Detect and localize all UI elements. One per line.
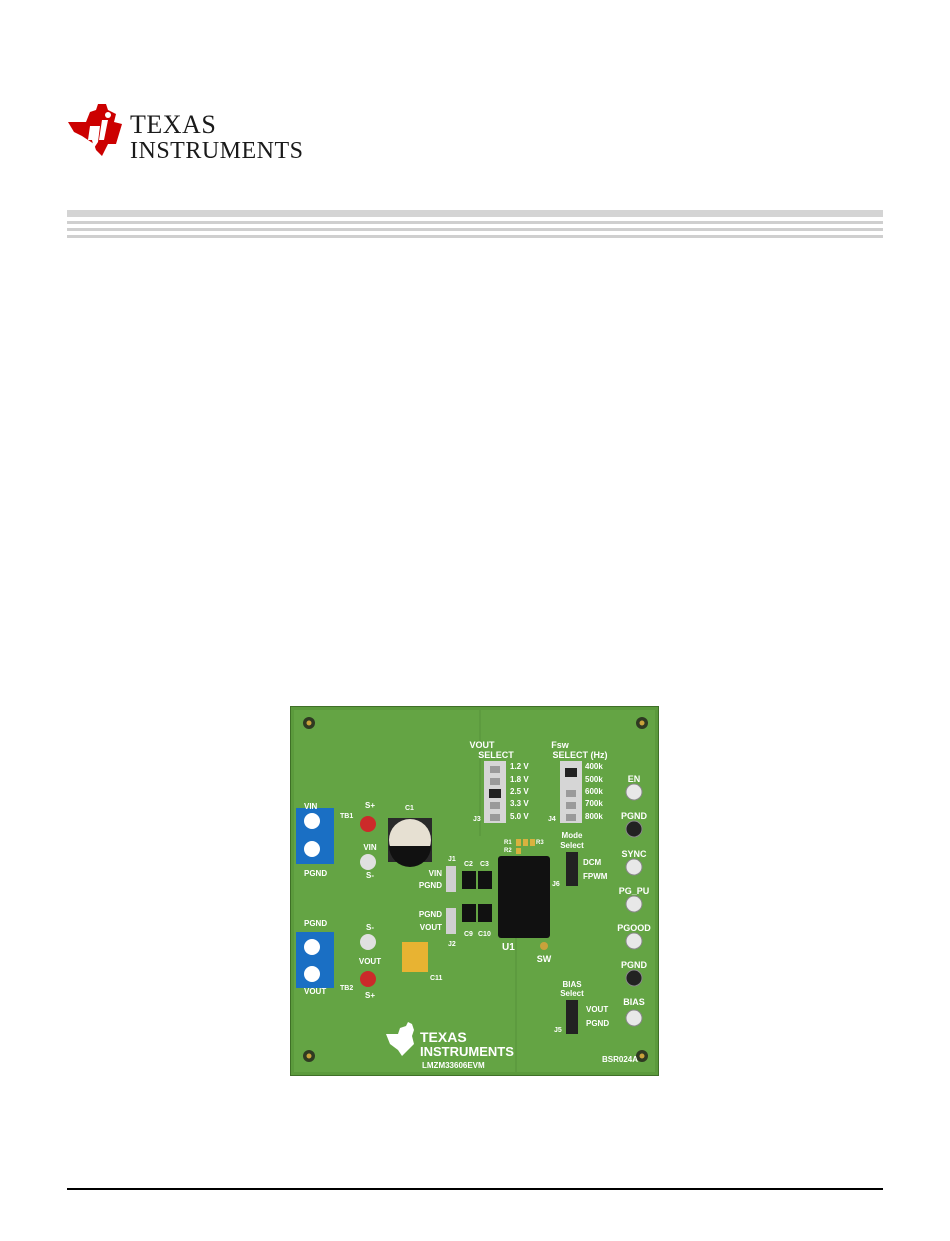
r3-label: R3: [536, 840, 544, 846]
tb1-pgnd-label: PGND: [304, 869, 327, 878]
vout-option: 1.8 V: [510, 775, 529, 784]
mode-fpwm-label: FPWM: [583, 872, 608, 881]
brand-line-instruments: INSTRUMENTS: [130, 138, 304, 164]
r1-label: R1: [504, 840, 512, 846]
tb1-splus-label: S+: [365, 801, 375, 810]
bias-pgnd-label: PGND: [586, 1019, 609, 1028]
mode-select-label-2: Select: [560, 841, 584, 850]
ti-logo-icon: [68, 104, 122, 156]
evm-board-image: VOUT SELECT 1.2 V 1.8 V 2.5 V 3.3 V 5.0 …: [289, 705, 660, 1077]
j2-vout-label: VOUT: [420, 923, 442, 932]
fsw-option: 800k: [585, 812, 603, 821]
vout-option: 3.3 V: [510, 799, 529, 808]
fsw-option: 700k: [585, 799, 603, 808]
c2-label: C2: [464, 861, 473, 868]
vout-select-label-2: SELECT: [478, 750, 514, 760]
r2-label: R2: [504, 848, 512, 854]
fsw-option: 400k: [585, 762, 603, 771]
bias-select-label-2: Select: [560, 989, 584, 998]
c1-label: C1: [405, 805, 414, 812]
j5-label: J5: [554, 1027, 562, 1034]
tb1-label: TB1: [340, 813, 353, 820]
tb2-vout-sense-label: VOUT: [359, 957, 381, 966]
tb2-splus-label: S+: [365, 991, 375, 1000]
fsw-select-label: Fsw: [551, 740, 570, 750]
tb2-sminus-label: S-: [366, 923, 374, 932]
tb1-sminus-label: S-: [366, 871, 374, 880]
board-part-number: LMZM33606EVM: [422, 1061, 485, 1070]
tp-label-bias: BIAS: [623, 997, 645, 1007]
ti-logo: TEXAS INSTRUMENTS: [66, 100, 303, 165]
tb2-label: TB2: [340, 985, 353, 992]
fsw-option: 600k: [585, 787, 603, 796]
j1-vin-label: VIN: [429, 869, 443, 878]
tp-label-sync: SYNC: [621, 849, 647, 859]
vout-option: 2.5 V: [510, 787, 529, 796]
c3-label: C3: [480, 861, 489, 868]
tp-label-pg-pu: PG_PU: [619, 886, 650, 896]
footer-rule: [67, 1188, 883, 1190]
sw-label: SW: [537, 954, 552, 964]
header-rule-band: [67, 210, 883, 242]
bias-select-label: BIAS: [562, 980, 582, 989]
u1-label: U1: [502, 942, 515, 953]
tp-label-pgnd: PGND: [621, 811, 648, 821]
mode-dcm-label: DCM: [583, 858, 602, 867]
vout-option: 5.0 V: [510, 812, 529, 821]
board-id: BSR024A: [602, 1055, 638, 1064]
j6-label: J6: [552, 881, 560, 888]
board-brand-line-2: INSTRUMENTS: [420, 1044, 514, 1059]
c9-label: C9: [464, 931, 473, 938]
c10-label: C10: [478, 931, 491, 938]
tb1-vin-label: VIN: [304, 802, 318, 811]
j2-pgnd-label: PGND: [419, 910, 442, 919]
j3-label: J3: [473, 816, 481, 823]
mode-select-label: Mode: [562, 831, 583, 840]
tb1-vin-sense-label: VIN: [363, 843, 377, 852]
tb2-pgnd-label: PGND: [304, 919, 327, 928]
board-ti-logo-icon: [386, 1022, 414, 1056]
vout-option: 1.2 V: [510, 762, 529, 771]
fsw-option: 500k: [585, 775, 603, 784]
j1-pgnd-label: PGND: [419, 881, 442, 890]
vout-select-label: VOUT: [469, 740, 495, 750]
tp-label-pgnd-2: PGND: [621, 960, 648, 970]
fsw-select-label-2: SELECT (Hz): [553, 750, 608, 760]
j1-label: J1: [448, 856, 456, 863]
j4-label: J4: [548, 816, 556, 823]
board-brand-line-1: TEXAS: [420, 1029, 467, 1045]
tp-label-en: EN: [628, 774, 641, 784]
bias-vout-label: VOUT: [586, 1005, 608, 1014]
tp-label-pgood: PGOOD: [617, 923, 651, 933]
j2-label: J2: [448, 941, 456, 948]
c11-label: C11: [430, 975, 443, 982]
tb2-vout-label: VOUT: [304, 987, 326, 996]
brand-line-texas: TEXAS: [130, 110, 217, 139]
